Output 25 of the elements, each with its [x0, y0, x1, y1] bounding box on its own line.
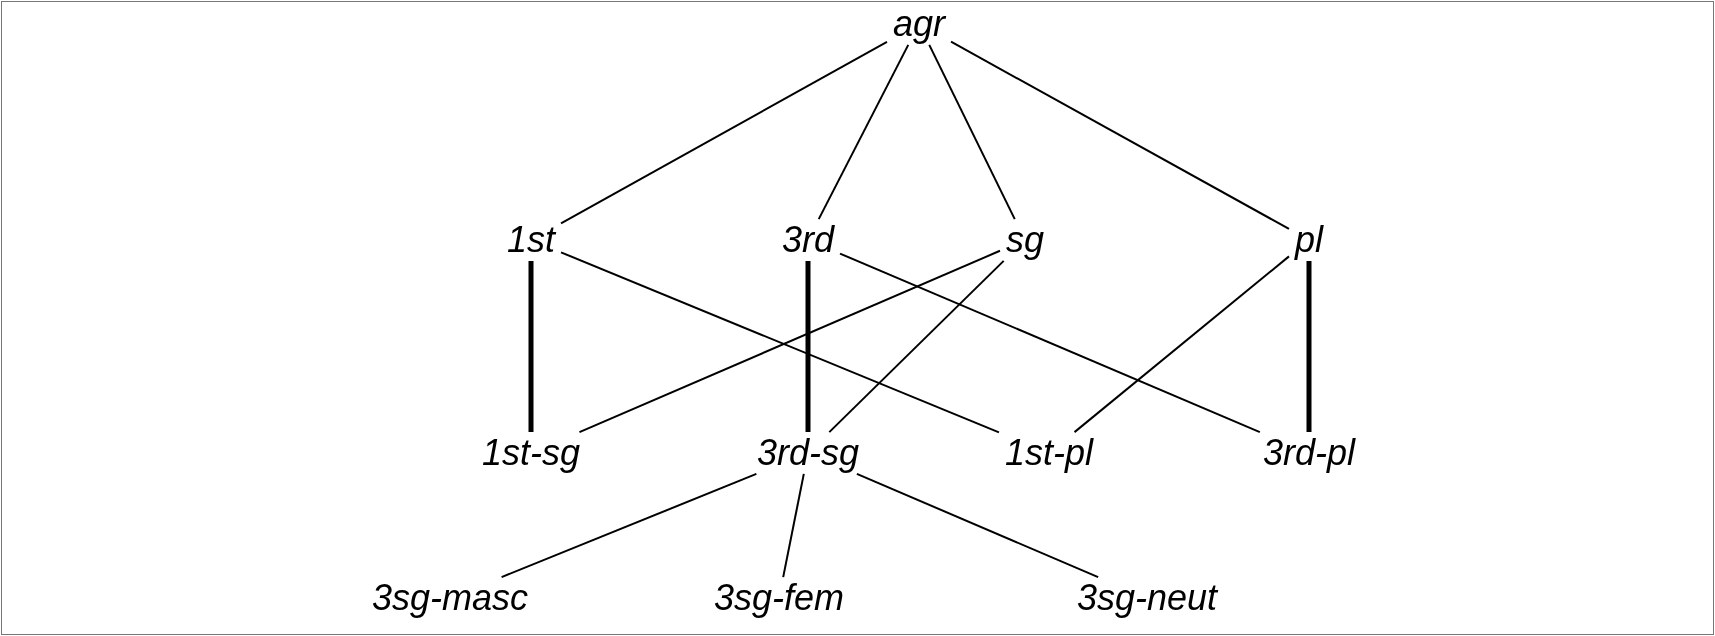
node-label: 3rd-sg [751, 432, 865, 474]
node-label: 1st-sg [476, 432, 586, 474]
connector-line [839, 252, 1261, 434]
node-label: 1st [501, 219, 561, 261]
node-label: sg [1000, 219, 1050, 261]
connector-line [782, 472, 805, 579]
connector-line [528, 260, 534, 433]
connector-line [805, 260, 811, 433]
connector-line [928, 43, 1016, 221]
node-label: 3sg-fem [708, 577, 850, 619]
connector-line [950, 40, 1290, 230]
node-label: 1st-pl [999, 432, 1099, 474]
connector-line [817, 43, 910, 221]
node-label: 3sg-neut [1070, 577, 1224, 619]
node-label: agr [887, 3, 951, 45]
connector-line [1073, 255, 1290, 434]
connector-line [828, 259, 1005, 434]
node-label: 3rd-pl [1257, 432, 1361, 474]
node-label: 3sg-masc [366, 577, 534, 619]
node-label: pl [1289, 219, 1329, 261]
connector-line [1306, 260, 1312, 433]
node-label: 3rd [776, 219, 840, 261]
connector-line [560, 40, 888, 225]
connector-line [500, 472, 758, 579]
connector-line [855, 472, 1100, 579]
